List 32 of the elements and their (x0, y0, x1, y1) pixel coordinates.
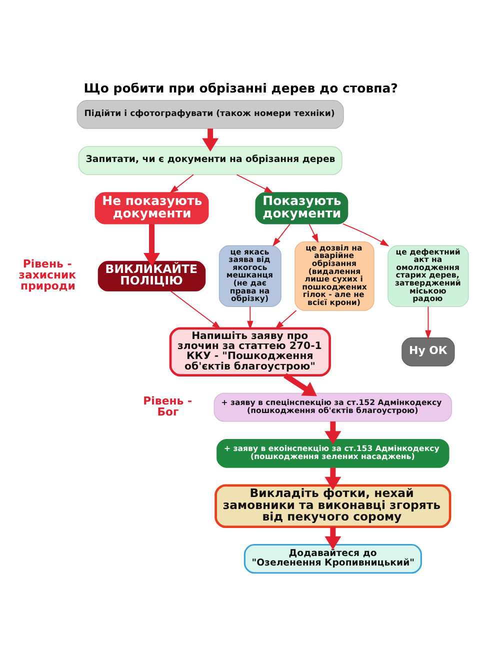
node-box: + заяву в екоінспекцію за ст.153 Адмінкодексу (пошкодження зелених насаджень) (216, 438, 450, 468)
node-box: це якась заява від якогось мешканця (не дає права на обрізку) (218, 244, 282, 306)
arrow (236, 174, 274, 193)
node-box: Додавайтеся до "Озеленення Кропивницький" (244, 543, 422, 574)
node-box: ВИКЛИКАЙТЕ ПОЛІЦІЮ (98, 260, 206, 291)
arrow (324, 467, 342, 490)
label: Рівень - захисник природи (18, 257, 76, 292)
arrow (170, 290, 221, 329)
arrow (284, 372, 317, 396)
arrow (170, 174, 194, 193)
label: Рівень - Бог (143, 394, 192, 418)
node-box: + заяву в спецінспекцію за ст.152 Адмінкодексу (пошкодження об'єктів благоустрою) (214, 392, 452, 422)
arrow (144, 224, 160, 266)
diagram-title: Що робити при обрізанні дерев до стовпа? (84, 80, 398, 95)
arrow (274, 310, 297, 329)
node-box: це дозвіл на аварійне обрізання (видалення лише сухих і пошкоджених гілок - але не всієї крони) (294, 240, 374, 310)
arrow (247, 306, 254, 330)
arrow (272, 223, 290, 246)
node-box: Викладіть фотки, нехай замовники та виконавці згорять від пекучого сорому (214, 484, 452, 528)
node-box: Запитати, чи є документи на обрізання дерев (78, 146, 342, 174)
node-box: Показують документи (255, 192, 348, 224)
node-box: Не показують документи (94, 192, 209, 224)
arrow (324, 420, 342, 444)
arrow (324, 526, 342, 550)
arrow (425, 306, 432, 339)
arrow (342, 222, 390, 246)
node-box: Ну ОК (402, 336, 455, 366)
arrow (202, 128, 219, 152)
node-box: Підійти і сфотографувати (також номери техніки) (76, 100, 344, 128)
arrow (308, 223, 318, 242)
node-box: це дефектний акт на омолодження старих дерев, затверджений міською радою (388, 244, 469, 306)
node-box: Напишіть заяву про злочин за статтею 270-1 ККУ - "Пошкодження об'єктів благоустрою" (169, 326, 331, 376)
